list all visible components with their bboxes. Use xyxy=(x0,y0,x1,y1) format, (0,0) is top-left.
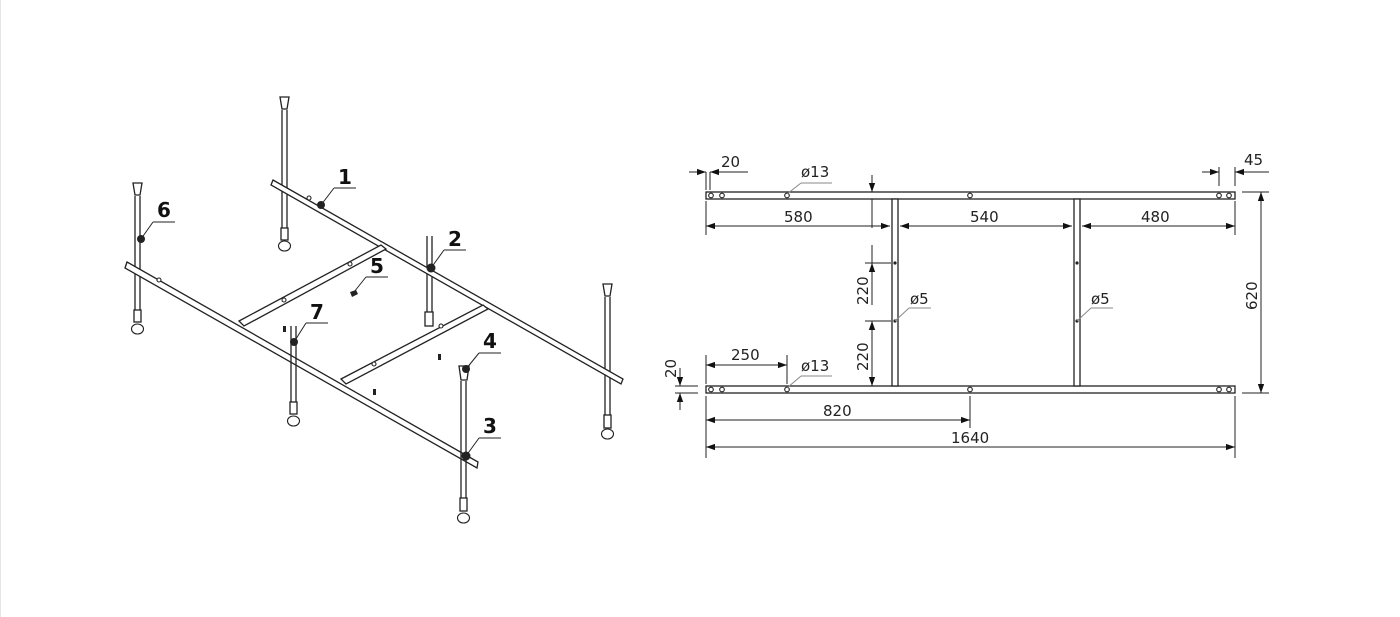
leg-2 xyxy=(424,236,434,327)
dim-total-length: 1640 xyxy=(951,429,989,447)
leg-6 xyxy=(130,182,145,335)
callout-5: 5 xyxy=(370,254,384,278)
dim-vertical-upper: 220 xyxy=(854,276,872,305)
dim-half-length: 820 xyxy=(823,402,852,420)
callout-4: 4 xyxy=(483,329,497,353)
callout-6: 6 xyxy=(157,198,171,222)
leg-back-left xyxy=(277,96,292,252)
dim-total-width: 620 xyxy=(1243,281,1261,310)
dim-hole-small-left: ø5 xyxy=(910,290,929,308)
callout-1: 1 xyxy=(338,165,352,189)
callout-2: 2 xyxy=(448,227,462,251)
leg-7 xyxy=(286,326,301,427)
dim-span-left: 580 xyxy=(784,208,813,226)
dim-span-right: 480 xyxy=(1141,208,1170,226)
leg-3 xyxy=(456,365,471,524)
dim-rail-width: 20 xyxy=(662,359,680,378)
dim-hole-large-top: ø13 xyxy=(801,163,829,181)
leg-right xyxy=(600,283,615,440)
cross-member-right xyxy=(339,304,490,385)
dim-hole-offset: 250 xyxy=(731,346,760,364)
callout-3: 3 xyxy=(483,414,497,438)
isometric-frame-view: 1 2 3 4 5 6 7 xyxy=(124,96,624,524)
dim-hole-large-bottom: ø13 xyxy=(801,357,829,375)
dim-vertical-lower: 220 xyxy=(854,342,872,371)
cross-member-1 xyxy=(891,198,899,387)
cross-member-2 xyxy=(1073,198,1081,387)
dim-hole-small-right: ø5 xyxy=(1091,290,1110,308)
dim-end-offset: 20 xyxy=(721,153,740,171)
dim-span-middle: 540 xyxy=(970,208,999,226)
dim-end-offset-right: 45 xyxy=(1244,151,1263,169)
plan-view: 20 45 ø13 580 540 480 220 220 ø5 ø5 xyxy=(662,151,1269,458)
callout-7: 7 xyxy=(310,300,324,324)
